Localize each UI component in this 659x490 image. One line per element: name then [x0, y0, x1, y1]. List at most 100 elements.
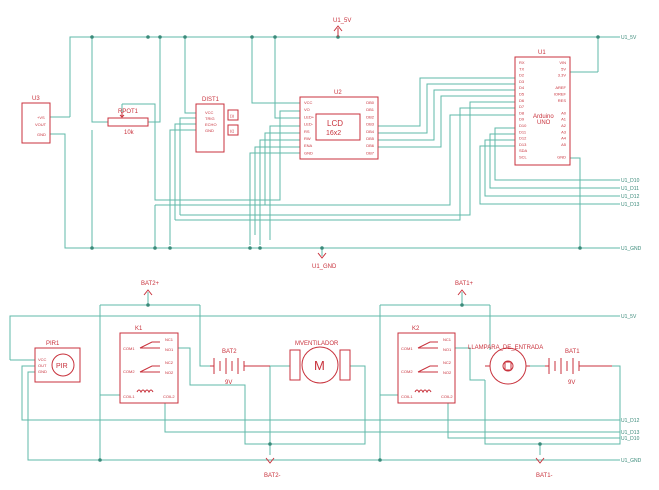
pin-label: A4: [561, 136, 567, 141]
net-label: U1_D13: [621, 202, 640, 208]
pin-label: AREF: [555, 85, 566, 90]
dist1-pin: TRIG: [205, 116, 215, 121]
pir-name: PIR1: [46, 341, 60, 347]
u1-arduino: U1 Arduino UNO RXTXD2D3D4D5D6D7D8D9D10D1…: [514, 50, 571, 166]
k2-pin: COIL1: [401, 394, 413, 399]
net-label: U1_D10: [621, 436, 640, 442]
bat1-value: 9V: [568, 380, 575, 386]
power-bat2-plus: BAT2+: [141, 281, 160, 296]
net-labels-lower: U1_5V U1_D12 U1_D13 U1_D10 U1_GND: [621, 314, 642, 464]
rpot1-name: RPOT1: [118, 109, 139, 115]
k2-pin: COM2: [401, 369, 413, 374]
pin-label: A3: [561, 129, 567, 134]
lcd-name: U2: [334, 90, 342, 96]
power-5v-label: U1_5V: [333, 18, 351, 24]
k2-pin: NC1: [443, 337, 452, 342]
power-bat1-minus: BAT1-: [535, 457, 553, 479]
pin-label: 5V: [561, 66, 566, 71]
k1-pin: COIL2: [163, 394, 175, 399]
k1-relay: K1 COM1 COM2 COIL1 NC1 NO1 NC2 NO2 COIL2: [119, 326, 179, 404]
pin-label: A0: [561, 110, 567, 115]
pin-label: LED+: [304, 114, 315, 119]
lower-junctions: [98, 303, 542, 462]
arduino-label-bottom: UNO: [537, 120, 551, 126]
pin-label: D7: [519, 104, 525, 109]
bat1-minus-label: BAT1-: [536, 473, 553, 479]
u3-sensor: U3 +VS VOUT GND: [21, 96, 51, 144]
net-label: U1_D10: [621, 178, 640, 184]
pin-label: ENA: [304, 143, 313, 148]
u3-pin: +VS: [37, 115, 45, 120]
rpot1-value: 10k: [124, 130, 135, 136]
pin-label: RX: [519, 60, 525, 65]
pin-label: VIN: [559, 60, 566, 65]
rpot1-potentiometer: RPOT1 10k: [107, 109, 149, 136]
lampara-de-entrada: LLAMPARA_DE_ENTRADA: [468, 345, 543, 385]
net-label: U1_D12: [621, 418, 640, 424]
bat1-plus-label: BAT1+: [455, 281, 474, 287]
k2-pin: NO1: [443, 347, 452, 352]
power-bat1-plus: BAT1+: [455, 281, 474, 296]
motor-ventilador: M MVENTILADOR: [289, 341, 351, 384]
power-gnd-symbol: U1_GND: [312, 252, 337, 270]
pin-label: D4: [519, 85, 525, 90]
pin-label: A1: [561, 117, 567, 122]
pin-label: DB4: [366, 129, 375, 134]
pin-label: VCC: [304, 100, 313, 105]
k1-pin: NO2: [165, 370, 174, 375]
u3-name: U3: [32, 96, 40, 102]
pin-label: DB6: [366, 143, 375, 148]
power-5v-symbol: U1_5V: [333, 18, 351, 37]
power-bat2-minus: BAT2-: [264, 457, 281, 479]
pin-label: IOREF: [554, 92, 567, 97]
motor-name: MVENTILADOR: [295, 341, 339, 347]
k1-pin: COIL1: [123, 394, 135, 399]
k1-pin: COM1: [123, 346, 135, 351]
pin-label: A2: [561, 123, 567, 128]
bat2-plus-label: BAT2+: [141, 281, 160, 287]
lamp-name: LLAMPARA_DE_ENTRADA: [468, 345, 543, 351]
upper-junctions: [90, 35, 600, 250]
pin-label: DB5: [366, 136, 375, 141]
pin-label: GND: [304, 150, 313, 155]
pin-label: D2: [519, 73, 525, 78]
bat2-name: BAT2: [222, 349, 237, 355]
lcd-label-top: LCD: [327, 119, 343, 128]
svg-text:(((: (((: [230, 128, 235, 133]
k2-pin: NO2: [443, 370, 452, 375]
pir-pin: GND: [38, 369, 47, 374]
pin-label: D6: [519, 98, 525, 103]
lcd-label-bottom: 16x2: [326, 130, 341, 137]
pin-label: RES: [558, 98, 567, 103]
pin-label: LED-: [304, 122, 314, 127]
svg-text:))): ))): [230, 113, 235, 118]
dist1-pin: ECHO: [205, 122, 217, 127]
k2-pin: NC2: [443, 360, 452, 365]
u3-pin: GND: [37, 132, 46, 137]
pin-label: D11: [519, 129, 527, 134]
k1-pin: NC2: [165, 360, 174, 365]
dist1-pin: GND: [205, 128, 214, 133]
pin-label: RS: [304, 129, 310, 134]
pin-label: DB3: [366, 122, 375, 127]
bat1-battery: BAT1 9V: [545, 349, 612, 386]
net-label: U1_5V: [621, 35, 637, 41]
pin-label: 3.3V: [558, 73, 567, 78]
pir-pin: VCC: [38, 357, 47, 362]
dist1-name: DIST1: [202, 97, 220, 103]
bat2-value: 9V: [225, 380, 232, 386]
k1-name: K1: [135, 326, 143, 332]
net-label: U1_5V: [621, 314, 637, 320]
pir1-sensor: PIR PIR1 VCC OUT GND: [34, 341, 81, 383]
bat1-name: BAT1: [565, 349, 580, 355]
bat2-battery: BAT2 9V: [210, 349, 270, 386]
pir-label: PIR: [56, 363, 68, 370]
pin-label: D12: [519, 136, 527, 141]
pin-label: DB7: [366, 150, 375, 155]
pin-label: D8: [519, 110, 525, 115]
